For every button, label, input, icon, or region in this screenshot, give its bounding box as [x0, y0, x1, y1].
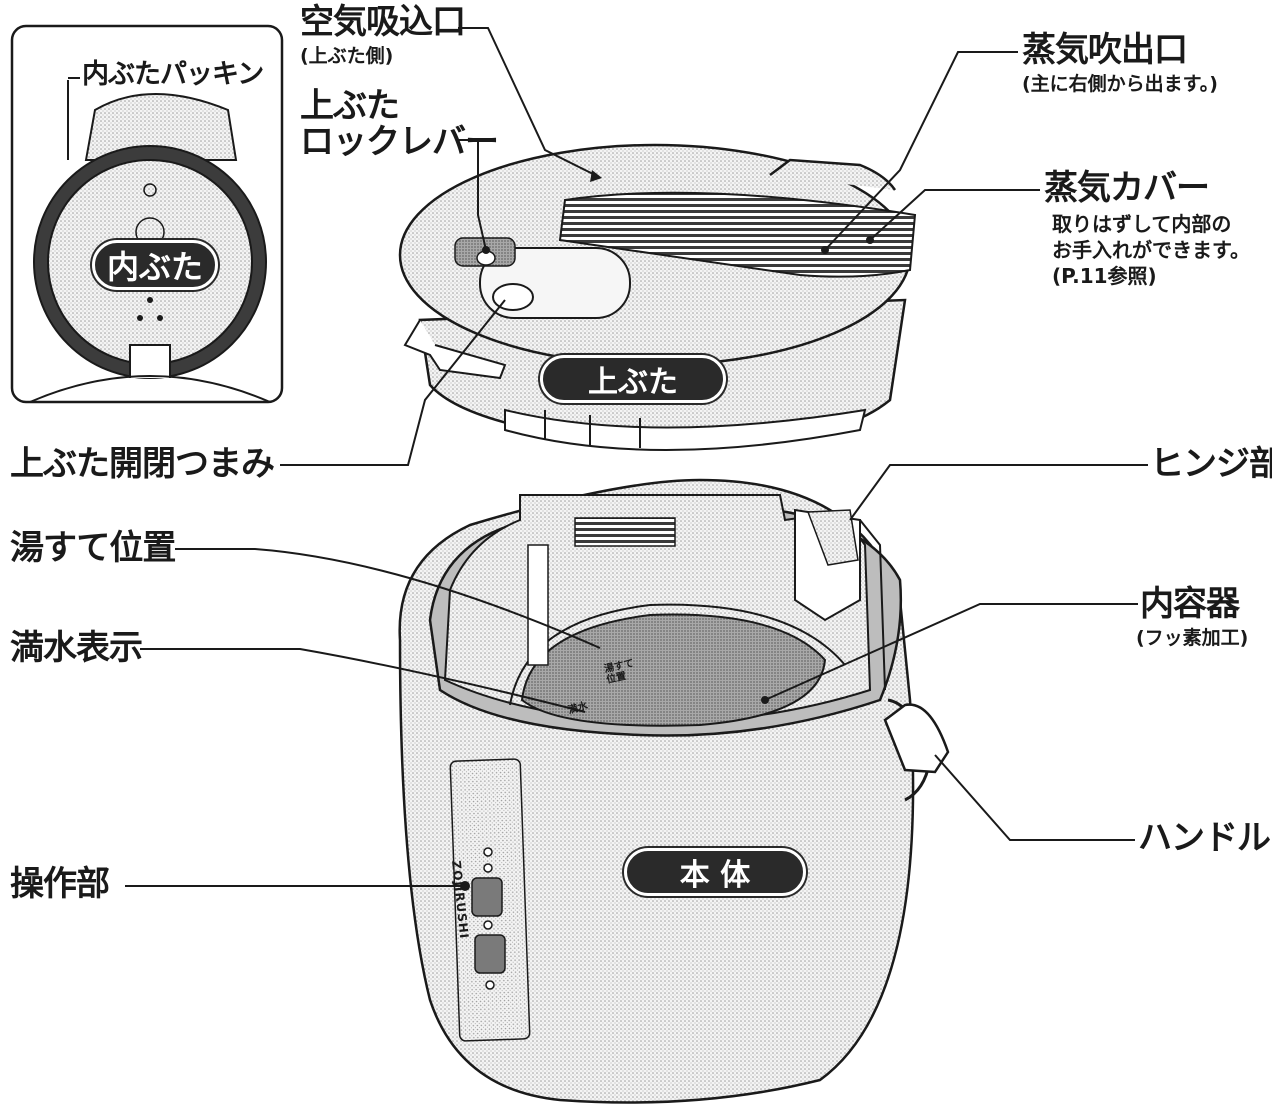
leader-drain-level: [175, 548, 601, 649]
pill-inner-lid: 内ぶた: [92, 240, 218, 290]
main-body: [398, 478, 950, 1104]
lock-lever-dot: [482, 246, 490, 254]
label-inner-lid-gasket: 内ぶたパッキン: [82, 59, 264, 90]
label-lid-knob: 上ぶた開閉つまみ: [10, 444, 275, 484]
label-steam-cover-note-1: 取りはずして内部の: [1052, 212, 1232, 236]
leader-inner-container: [764, 603, 1138, 701]
label-steam-outlet: 蒸気吹出口: [1022, 30, 1188, 70]
label-inner-container: 内容器: [1140, 584, 1240, 624]
label-hinge: ヒンジ部: [1150, 444, 1272, 484]
label-steam-cover-note-2: お手入れができます。: [1052, 238, 1250, 262]
air-intake-arrow: [590, 170, 602, 182]
leader-handle: [934, 754, 1135, 841]
leader-air-intake: [458, 27, 596, 176]
label-handle: ハンドル: [1138, 818, 1271, 858]
leader-steam-outlet: [824, 51, 1018, 251]
label-inner-container-note: (フッ素加工): [1136, 627, 1249, 649]
label-full-water: 満水表示: [10, 628, 143, 668]
label-control-panel: 操作部: [10, 864, 110, 904]
label-lock-lever-line1: 上ぶた: [300, 86, 400, 126]
control-panel-dot: [460, 881, 470, 891]
label-lock-lever-line2: ロックレバー: [300, 122, 499, 162]
leader-hinge: [849, 464, 1148, 521]
leader-lines: [68, 27, 1148, 887]
steam-outlet-dot: [821, 246, 829, 254]
inner-container-dot: [761, 696, 769, 704]
label-air-intake-note: (上ぶた側): [300, 45, 394, 67]
label-air-intake: 空気吸込口: [300, 2, 466, 42]
leader-steam-cover: [869, 189, 1040, 241]
label-steam-cover: 蒸気カバー: [1044, 168, 1210, 208]
label-steam-cover-note-3: (P.11参照): [1052, 264, 1157, 288]
label-drain-level: 湯すて位置: [10, 528, 176, 568]
leader-lid-knob: [280, 299, 506, 466]
leader-full-water: [140, 648, 586, 713]
pill-body: 本 体: [624, 848, 806, 896]
leader-lock-lever: [458, 139, 487, 251]
pill-lid: 上ぶた: [540, 355, 726, 403]
label-steam-outlet-note: (主に右側から出ます。): [1022, 73, 1218, 95]
steam-cover-dot: [866, 236, 874, 244]
